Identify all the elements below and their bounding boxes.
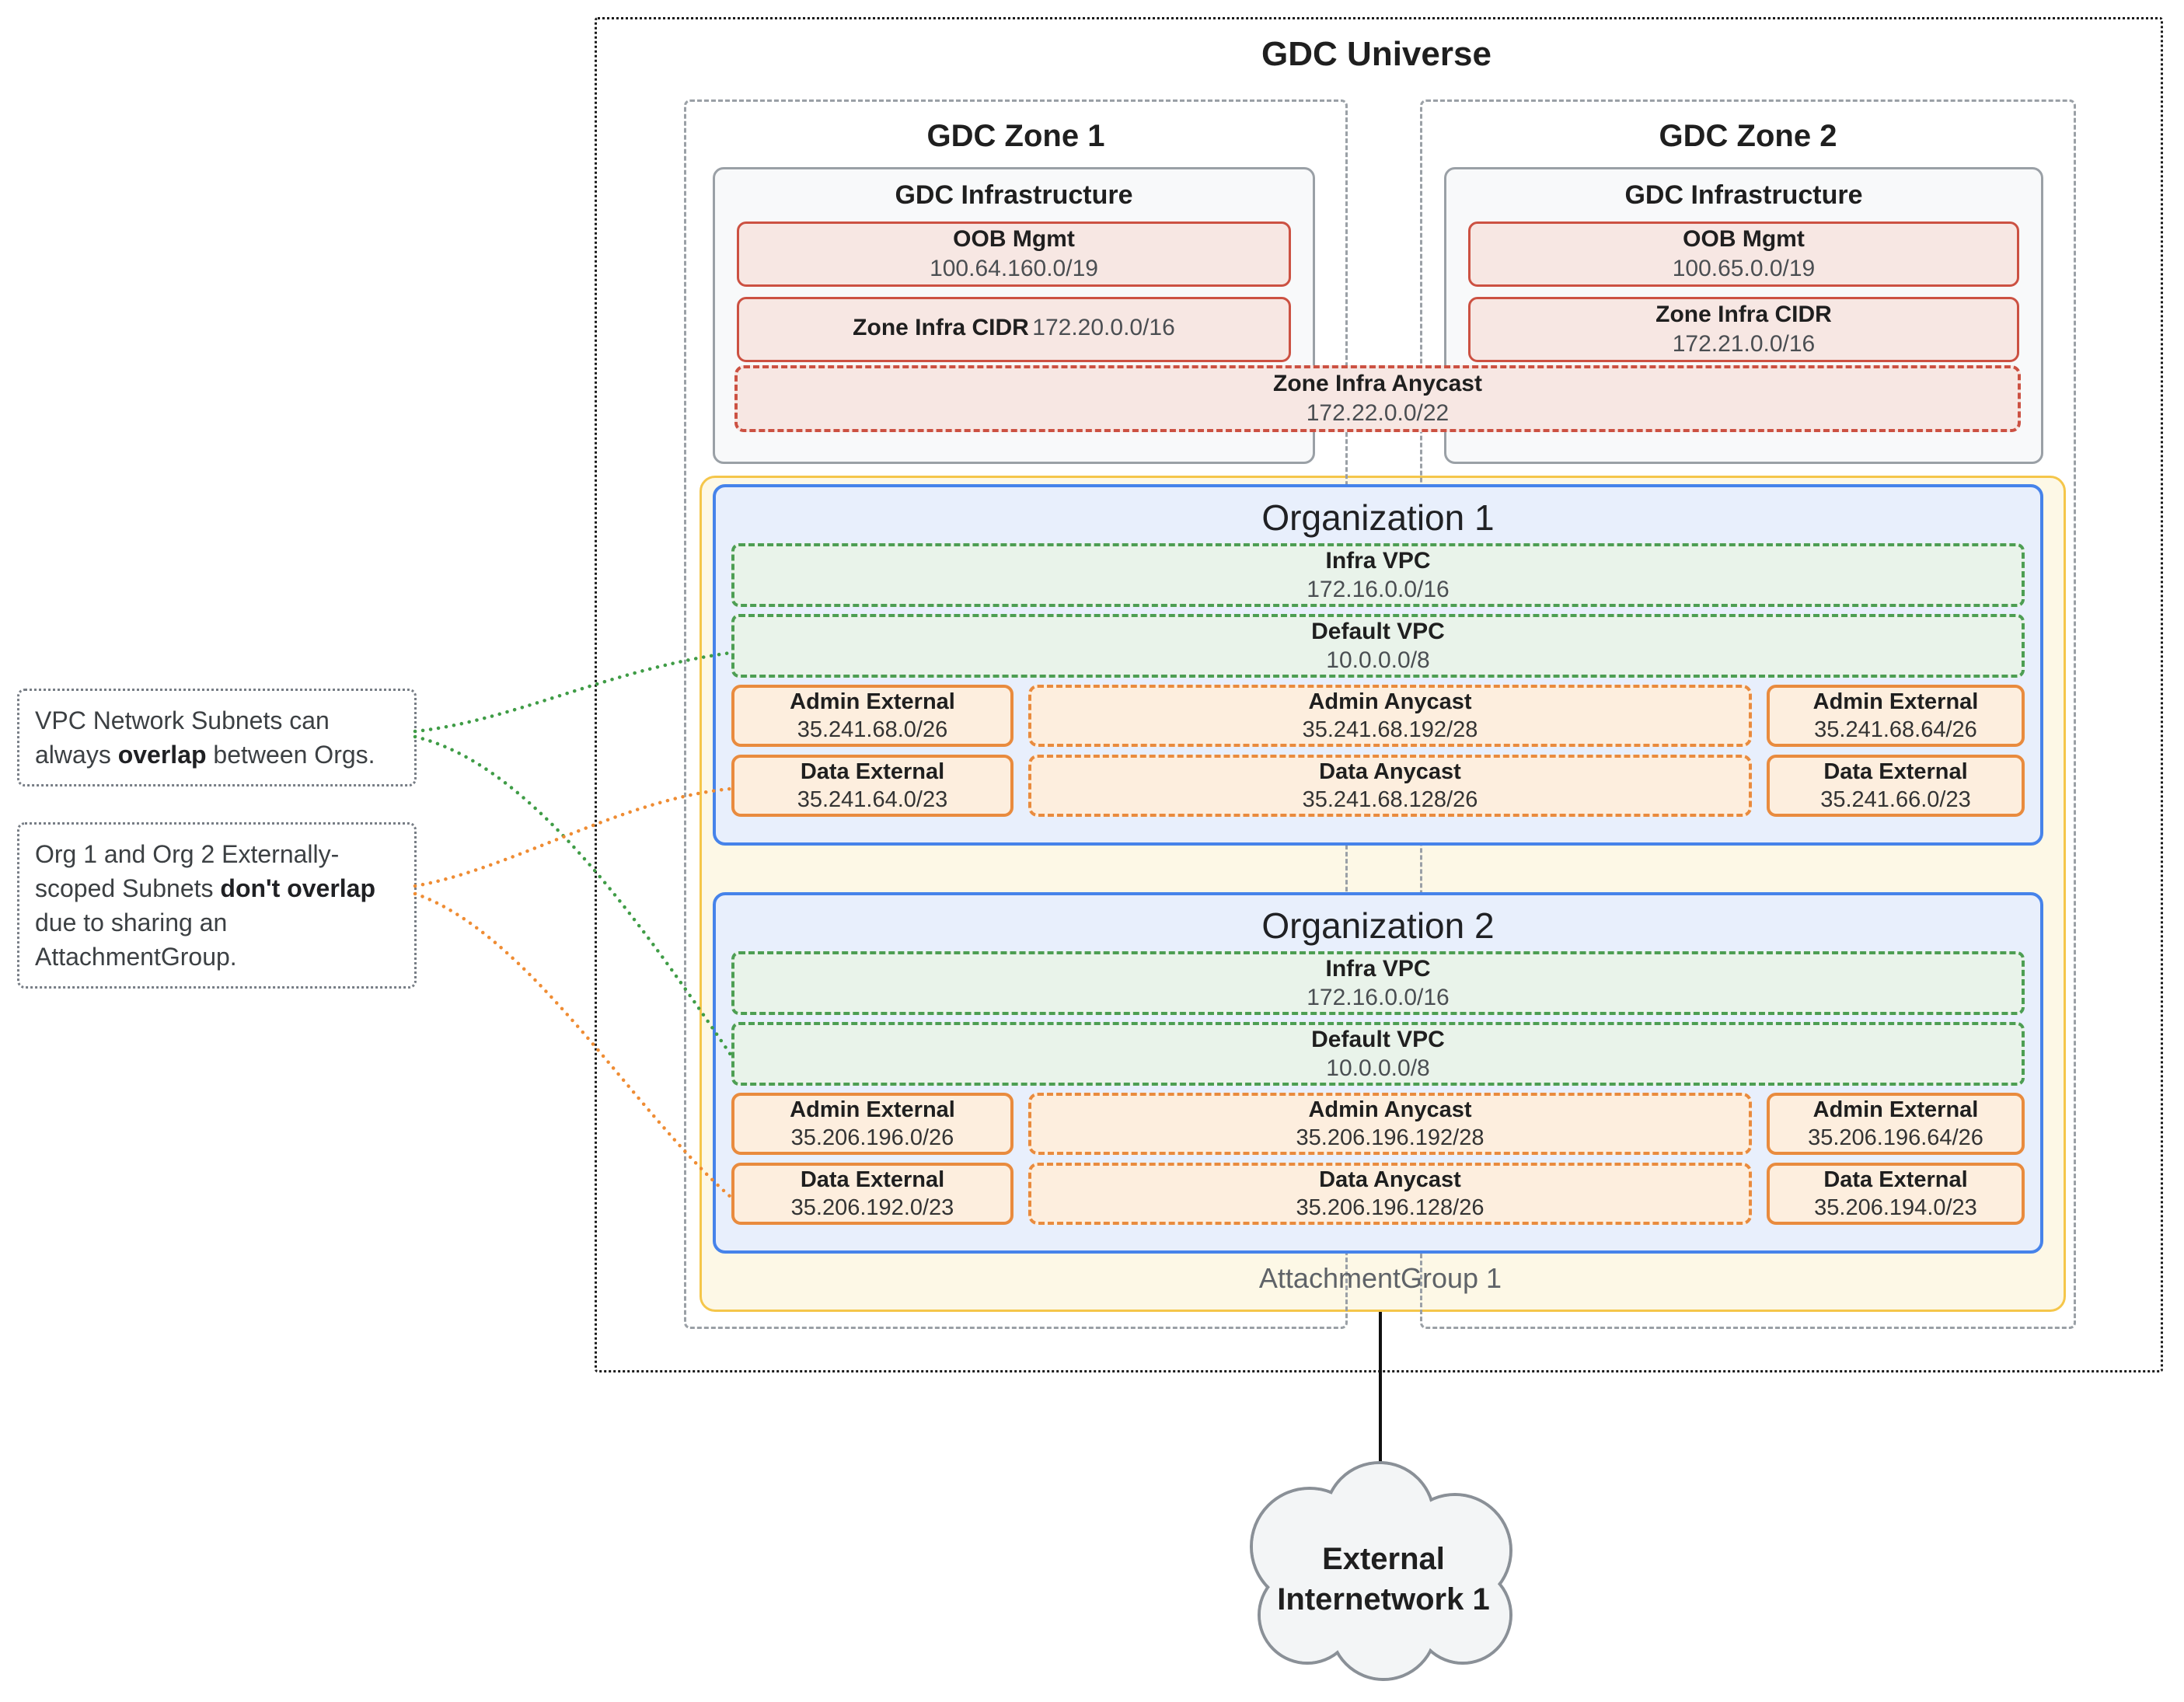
- org2-admin-external-left: Admin External 35.206.196.0/26: [731, 1093, 1014, 1155]
- zone-infra-cidr-value: 172.21.0.0/16: [1672, 331, 1816, 357]
- org1-data-anycast: Data Anycast 35.241.68.128/26: [1028, 755, 1752, 817]
- infra-vpc-label: Infra VPC: [1325, 548, 1431, 574]
- zone-infra-cidr-zone2: Zone Infra CIDR 172.21.0.0/16: [1468, 297, 2019, 362]
- zone-infra-anycast-value: 172.22.0.0/22: [1306, 400, 1450, 426]
- oob-mgmt-zone2: OOB Mgmt 100.65.0.0/19: [1468, 221, 2019, 287]
- org1-admin-external-left: Admin External 35.241.68.0/26: [731, 685, 1014, 747]
- attachment-group-label: AttachmentGroup 1: [1258, 1262, 1502, 1294]
- external-internetwork-label: External Internetwork 1: [1277, 1542, 1490, 1617]
- org2-admin-anycast: Admin Anycast 35.206.196.192/28: [1028, 1093, 1752, 1155]
- organization-1-title: Organization 1: [1261, 497, 1495, 538]
- note-no-overlap: Org 1 and Org 2 Externally-scoped Subnet…: [17, 822, 417, 989]
- zone-infra-cidr-value: 172.20.0.0/16: [1032, 314, 1175, 340]
- default-vpc-cidr: 10.0.0.0/8: [1326, 647, 1430, 673]
- infra-vpc-cidr: 172.16.0.0/16: [1307, 577, 1450, 602]
- org1-data-subnet-row: Data External 35.241.64.0/23 Data Anycas…: [731, 755, 2025, 817]
- zone-infra-cidr-label: Zone Infra CIDR: [853, 314, 1029, 340]
- default-vpc-label: Default VPC: [1311, 1027, 1445, 1052]
- gdc-zone-1-title: GDC Zone 1: [926, 119, 1105, 153]
- zone-infra-cidr-zone1: Zone Infra CIDR 172.20.0.0/16: [737, 297, 1291, 362]
- org1-data-external-right: Data External 35.241.66.0/23: [1767, 755, 2025, 817]
- oob-mgmt-label: OOB Mgmt: [1683, 226, 1805, 252]
- oob-mgmt-label: OOB Mgmt: [953, 226, 1075, 252]
- org1-admin-subnet-row: Admin External 35.241.68.0/26 Admin Anyc…: [731, 685, 2025, 747]
- org2-admin-subnet-row: Admin External 35.206.196.0/26 Admin Any…: [731, 1093, 2025, 1155]
- zone-infra-anycast: Zone Infra Anycast 172.22.0.0/22: [734, 365, 2021, 432]
- zone-infra-anycast-label: Zone Infra Anycast: [1273, 371, 1482, 396]
- organization-2-container: Organization 2 Infra VPC 172.16.0.0/16 D…: [713, 892, 2043, 1254]
- gdc-zone-2-title: GDC Zone 2: [1659, 119, 1837, 153]
- org2-default-vpc: Default VPC 10.0.0.0/8: [731, 1022, 2025, 1086]
- org2-admin-external-right: Admin External 35.206.196.64/26: [1767, 1093, 2025, 1155]
- org1-default-vpc: Default VPC 10.0.0.0/8: [731, 614, 2025, 678]
- org1-admin-external-right: Admin External 35.241.68.64/26: [1767, 685, 2025, 747]
- infra-title-zone1: GDC Infrastructure: [895, 180, 1133, 210]
- zone-infra-cidr-label: Zone Infra CIDR: [1655, 302, 1832, 327]
- oob-mgmt-zone1: OOB Mgmt 100.64.160.0/19: [737, 221, 1291, 287]
- org2-infra-vpc: Infra VPC 172.16.0.0/16: [731, 951, 2025, 1015]
- infra-vpc-label: Infra VPC: [1325, 956, 1431, 982]
- note-vpc-overlap: VPC Network Subnets can always overlap b…: [17, 689, 417, 786]
- org2-data-external-left: Data External 35.206.192.0/23: [731, 1163, 1014, 1225]
- organization-2-title: Organization 2: [1261, 905, 1495, 946]
- cloud-icon: [1250, 1461, 1512, 1681]
- oob-mgmt-cidr: 100.64.160.0/19: [930, 256, 1098, 281]
- default-vpc-label: Default VPC: [1311, 619, 1445, 644]
- oob-mgmt-cidr: 100.65.0.0/19: [1672, 256, 1816, 281]
- org1-data-external-left: Data External 35.241.64.0/23: [731, 755, 1014, 817]
- infra-vpc-cidr: 172.16.0.0/16: [1307, 985, 1450, 1010]
- gdc-universe-title: GDC Universe: [1261, 35, 1491, 73]
- organization-1-container: Organization 1 Infra VPC 172.16.0.0/16 D…: [713, 484, 2043, 846]
- infra-title-zone2: GDC Infrastructure: [1624, 180, 1863, 210]
- org2-data-anycast: Data Anycast 35.206.196.128/26: [1028, 1163, 1752, 1225]
- org2-data-external-right: Data External 35.206.194.0/23: [1767, 1163, 2025, 1225]
- org1-admin-anycast: Admin Anycast 35.241.68.192/28: [1028, 685, 1752, 747]
- attachment-to-internetwork-line: [1379, 1307, 1382, 1480]
- org1-infra-vpc: Infra VPC 172.16.0.0/16: [731, 543, 2025, 607]
- default-vpc-cidr: 10.0.0.0/8: [1326, 1055, 1430, 1081]
- org2-data-subnet-row: Data External 35.206.192.0/23 Data Anyca…: [731, 1163, 2025, 1225]
